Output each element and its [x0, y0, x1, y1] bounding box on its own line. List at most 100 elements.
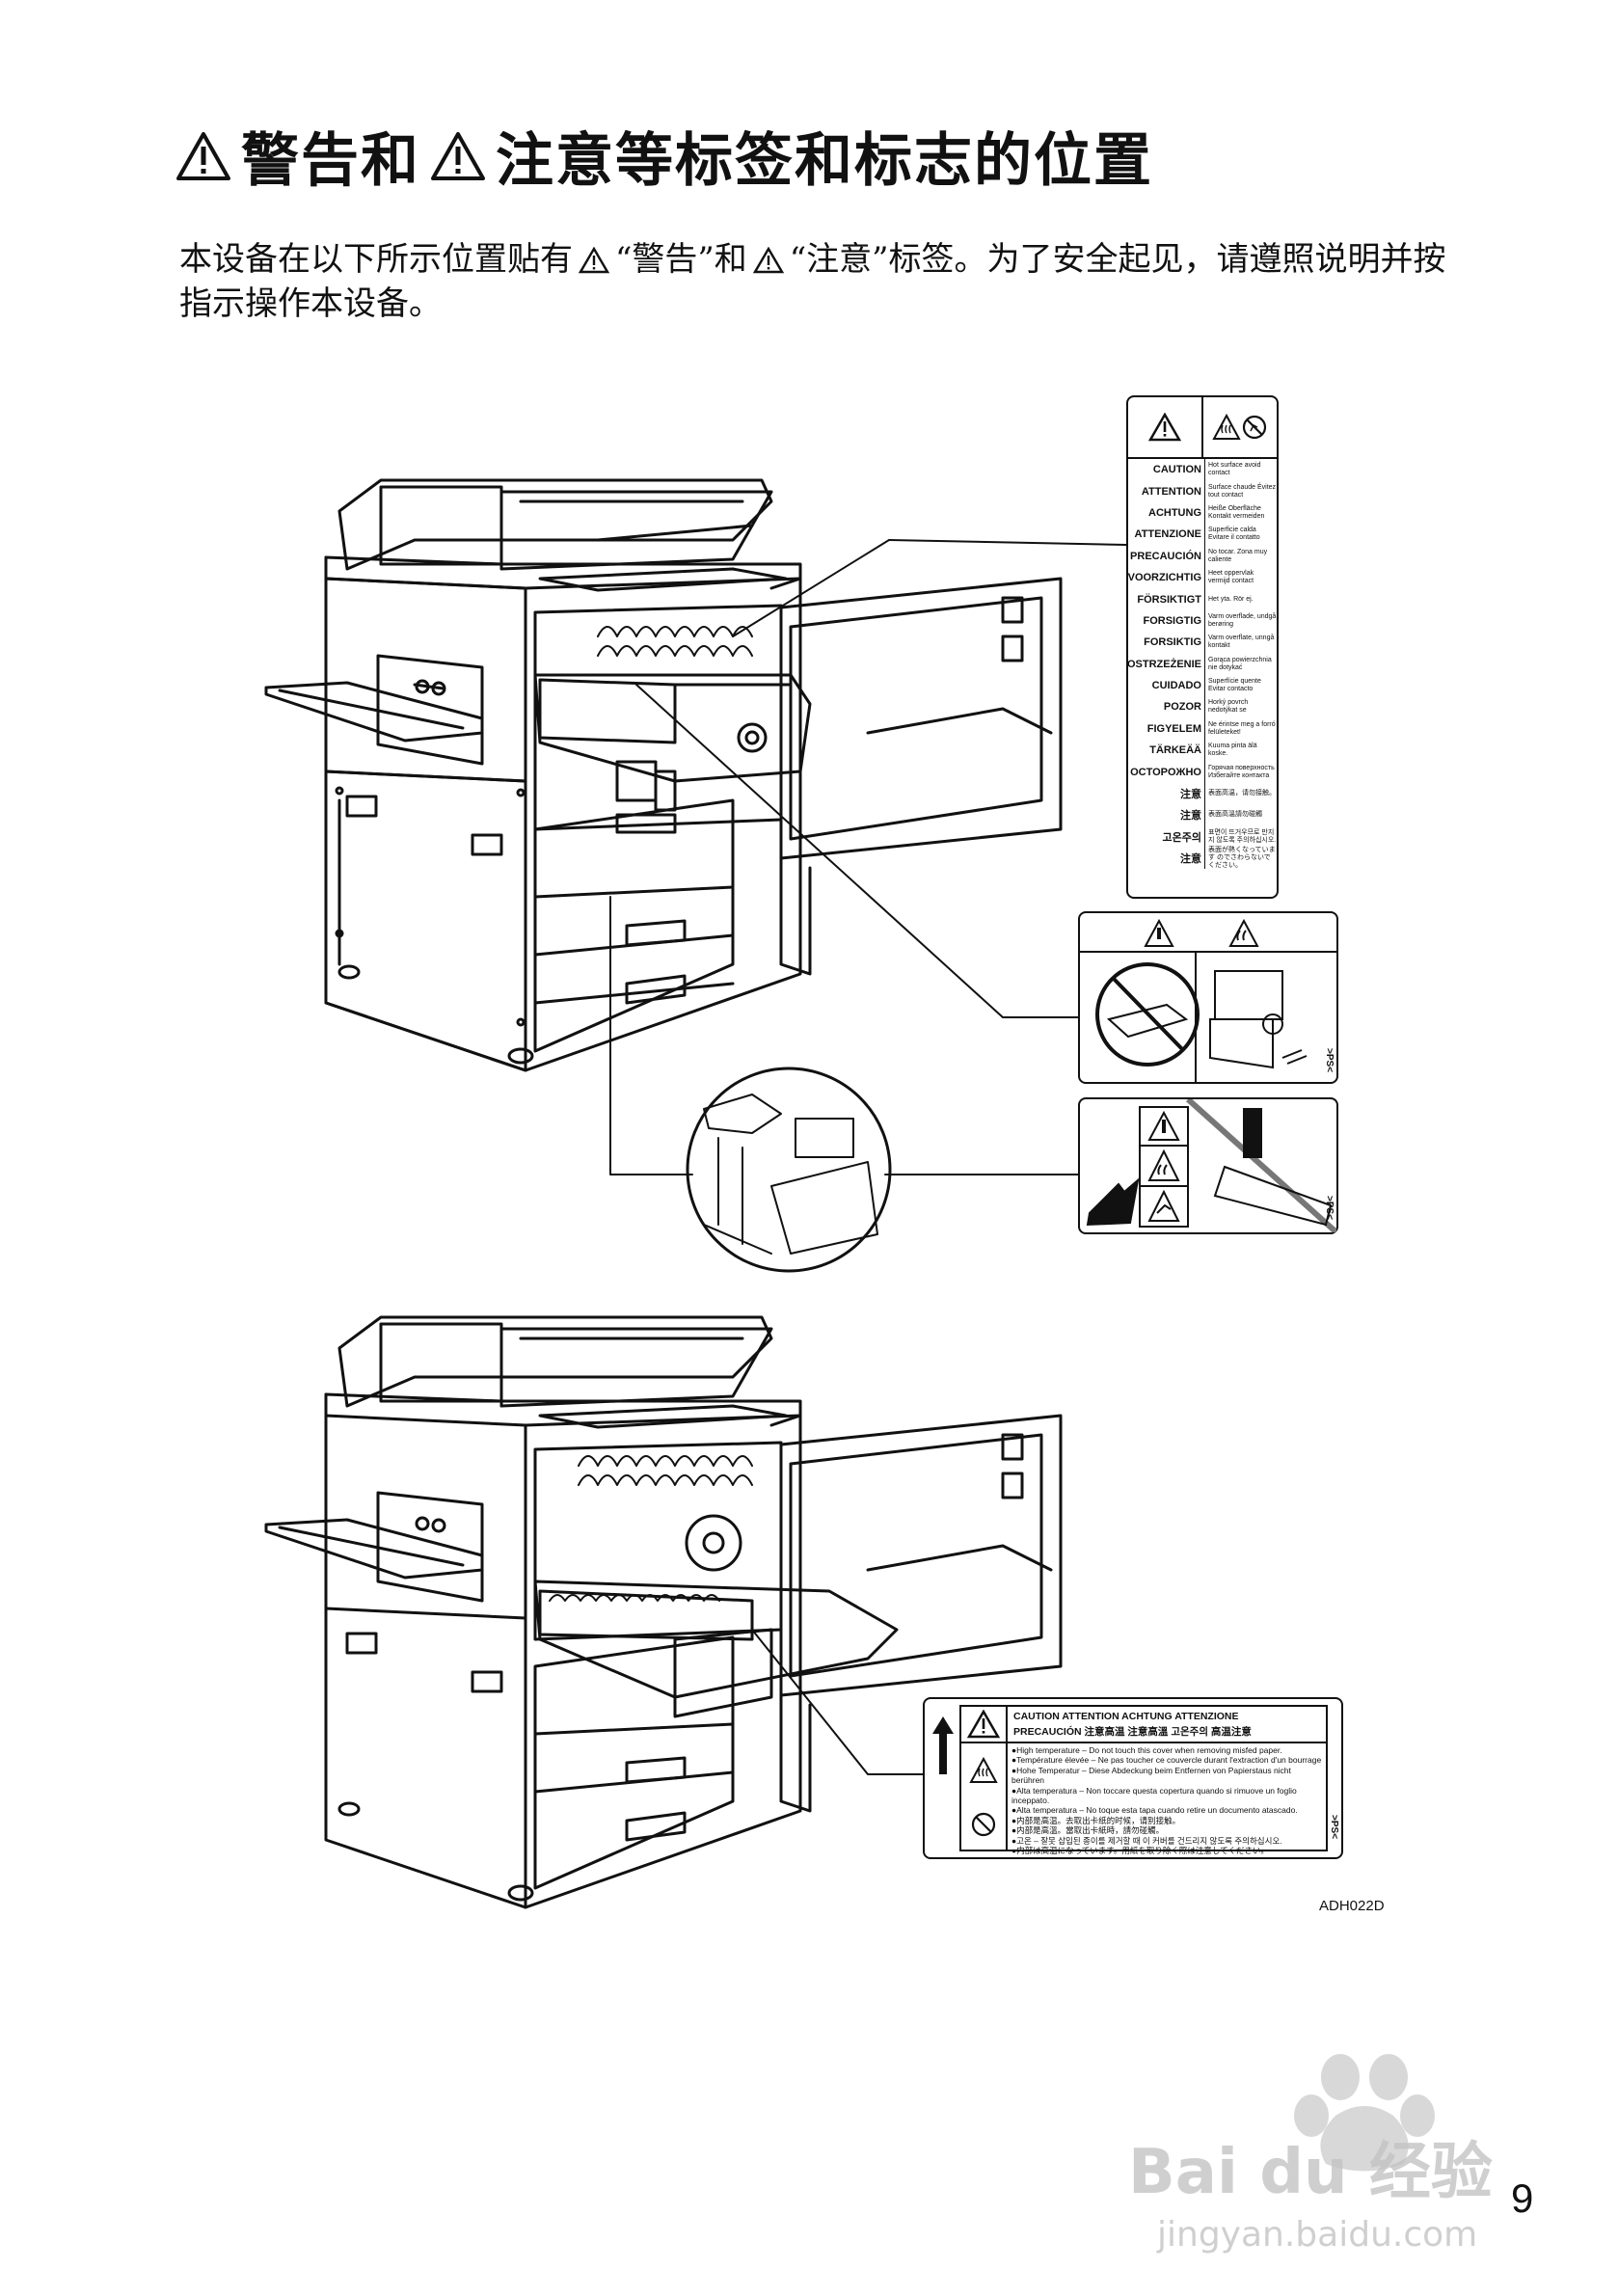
- ps-mark: >PS<: [1324, 1048, 1335, 1073]
- bottom-label-line: ●Alta temperatura – No toque esta tapa c…: [1011, 1805, 1298, 1816]
- caution-label-text: No tocar. Zona muy caliente: [1208, 548, 1268, 563]
- misfeed-cover-caution-label: CAUTION ATTENTION ACHTUNG ATTENZIONE PRE…: [923, 1697, 1343, 1859]
- caution-label-language: 注意: [1128, 782, 1205, 805]
- caution-label-language: OCTOPOЖHO: [1128, 761, 1205, 783]
- caution-triangle-icon: [752, 247, 784, 274]
- caution-label-language: VOORZICHTIG: [1128, 566, 1205, 589]
- intro-text-3: “注意”标签。为了安全起见，请遵照说明并按指示操作本设备。: [179, 240, 1446, 323]
- bottom-label-line: ●Température élevée – Ne pas toucher ce …: [1011, 1755, 1322, 1766]
- bottom-label-line: ●内部は高温になっています。用紙を取り除く際は注意してください。: [1011, 1846, 1269, 1856]
- bottom-label-header-2: PRECAUCIÓN 注意高温 注意高溫 고온주의 高温注意: [1013, 1726, 1252, 1738]
- caution-label-language: ACHTUNG: [1128, 501, 1205, 525]
- caution-label-text: Gorąca powierzchnia nie dotykać: [1208, 656, 1272, 671]
- warning-triangle-icon: [176, 131, 230, 180]
- caution-label-language: POZOR: [1128, 696, 1205, 718]
- caution-label-language: 고온주의: [1128, 825, 1205, 849]
- caution-label-text: Surface chaude Évitez tout contact: [1208, 483, 1277, 499]
- caution-label-text: Heet oppervlak vermijd contact: [1208, 570, 1254, 585]
- bottom-label-lines: ●High temperature – Do not touch this co…: [1008, 1743, 1326, 1857]
- bottom-label-header-1: CAUTION ATTENTION ACHTUNG ATTENZIONE: [1013, 1711, 1239, 1722]
- warning-triangle-icon: [579, 247, 609, 274]
- page-number: 9: [1511, 2175, 1534, 2221]
- no-touch-icon: [1242, 415, 1267, 440]
- bottom-label-line: ●内部是高温。去取出卡纸的时候，请别接触。: [1011, 1815, 1181, 1825]
- caution-label-text: Het yta. Rör ej.: [1208, 595, 1254, 603]
- warning-panel-side: >PS<: [1078, 1096, 1339, 1235]
- figure-code: ADH022D: [1319, 1898, 1385, 1914]
- page-title: 警告和 注意等标签和标志的位置: [175, 114, 1153, 198]
- caution-label-text: Ne érintse meg a forró felületeket!: [1208, 720, 1276, 736]
- caution-label-language: CAUTION: [1128, 459, 1205, 481]
- bottom-label-line: ●High temperature – Do not touch this co…: [1011, 1745, 1282, 1755]
- watermark-brand: Bai du 经验: [1128, 2137, 1493, 2208]
- caution-label-language: FORSIGTIG: [1128, 609, 1205, 633]
- caution-label-text: Горячая поверхность Избегайте контакта: [1208, 764, 1275, 779]
- caution-label-text: 表面高溫請勿碰觸: [1208, 811, 1262, 819]
- caution-label-text: Superficie calda Evitare il contatto: [1208, 527, 1260, 542]
- bottom-label-line: ●内部是高溫。當取出卡紙時，請勿碰觸。: [1011, 1825, 1165, 1836]
- caution-triangle-icon: [1148, 413, 1181, 442]
- ps-mark: >PS<: [1329, 1815, 1339, 1840]
- copier-top-view: [264, 478, 1127, 1273]
- title-caution-text: 注意等标签和标志的位置: [496, 127, 1153, 195]
- arrow-up-icon: [932, 1716, 954, 1774]
- caution-label-language: 注意: [1128, 848, 1205, 870]
- caution-label-text: Horký povrch nedotýkat se: [1208, 699, 1249, 715]
- copier-bottom-view: [264, 1315, 1063, 1909]
- caution-label-language: TÄRKEÄÄ: [1128, 740, 1205, 762]
- no-touch-icon: [971, 1812, 996, 1837]
- caution-label-text: Kuuma pinta älä koske.: [1208, 743, 1257, 758]
- caution-label-text: 表面高温，请勿接触。: [1208, 790, 1276, 797]
- caution-label-text: 表面が熱くなっています のでさわらないでください。: [1208, 847, 1276, 870]
- caution-label-text: Superfície quente Evitar contacto: [1208, 678, 1261, 693]
- watermark-url: jingyan.baidu.com: [1156, 2215, 1477, 2255]
- intro-paragraph: 本设备在以下所示位置贴有“警告”和“注意”标签。为了安全起见，请遵照说明并按指示…: [179, 237, 1452, 326]
- title-warning-text: 警告和: [241, 127, 420, 195]
- caution-label-language: ATTENTION: [1128, 480, 1205, 502]
- caution-label-language: OSTRZEŻENIE: [1127, 653, 1205, 675]
- caution-label-text: Varm overflate, unngå kontakt: [1208, 635, 1275, 650]
- caution-label-text: Varm overflade, undgå berøring: [1208, 612, 1277, 628]
- ps-mark: >PS<: [1324, 1196, 1335, 1221]
- caution-label-language: FORSIKTIG: [1128, 632, 1205, 654]
- intro-text-2: “警告”和: [615, 240, 747, 279]
- caution-label-language: ATTENZIONE: [1128, 524, 1205, 546]
- caution-label-text: 표면이 뜨거우므로 만지지 않도록 주의하십시오.: [1208, 828, 1277, 844]
- bottom-label-line: ●Alta temperatura – Non toccare questa c…: [1011, 1785, 1297, 1806]
- baidu-paw-icon: Bai du 经验 jingyan.baidu.com: [1128, 2054, 1493, 2255]
- tray-warning-illustration: [1080, 918, 1336, 1082]
- caution-triangle-icon: [967, 1710, 1000, 1739]
- bottom-label-line: ●Hohe Temperatur – Diese Abdeckung beim …: [1011, 1765, 1291, 1786]
- bottom-label-line: ●고온 – 잘못 삽입된 종이를 제거할 때 이 커버를 건드리지 않도록 주의…: [1011, 1835, 1282, 1846]
- caution-label-language: FIGYELEM: [1128, 717, 1205, 741]
- caution-label-row: 注意表面高溫請勿碰觸: [1128, 804, 1277, 826]
- caution-label-language: PRECAUCIÓN: [1128, 545, 1205, 567]
- baidu-watermark: Bai du 经验 jingyan.baidu.com: [1119, 2048, 1562, 2270]
- hot-surface-icon: [969, 1757, 998, 1783]
- caution-triangle-icon: [431, 131, 485, 180]
- caution-label-row: 注意表面が熱くなっています のでさわらないでください。: [1128, 847, 1277, 870]
- hot-surface-icon: [1212, 414, 1241, 440]
- caution-label-language: CUIDADO: [1128, 674, 1205, 697]
- side-warning-illustration: [1086, 1096, 1339, 1235]
- caution-label-row: 注意表面高温，请勿接触。: [1128, 782, 1277, 805]
